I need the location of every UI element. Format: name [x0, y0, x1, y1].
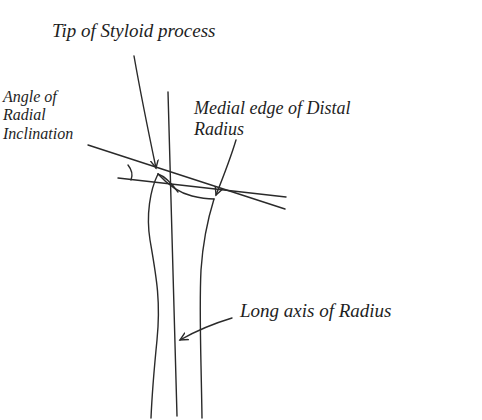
annotation-label: Long axis of Radius [240, 300, 440, 322]
radius-lateral-edge [148, 174, 158, 418]
perpendicular-line [118, 178, 286, 197]
leader-arrow [216, 140, 236, 195]
annotation-label: Medial edge of Distal Radius [194, 98, 372, 139]
radial-inclination-line [88, 145, 285, 209]
long-axis-line [168, 92, 177, 416]
radius-medial-edge [200, 199, 214, 418]
annotation-label: Tip of Styloid process [52, 20, 312, 42]
leader-arrow [180, 318, 232, 340]
leader-arrow [134, 56, 156, 168]
angle-arc [128, 165, 132, 180]
distal-articular-surface [158, 174, 214, 199]
annotation-label: Angle of Radial Inclination [3, 88, 81, 143]
